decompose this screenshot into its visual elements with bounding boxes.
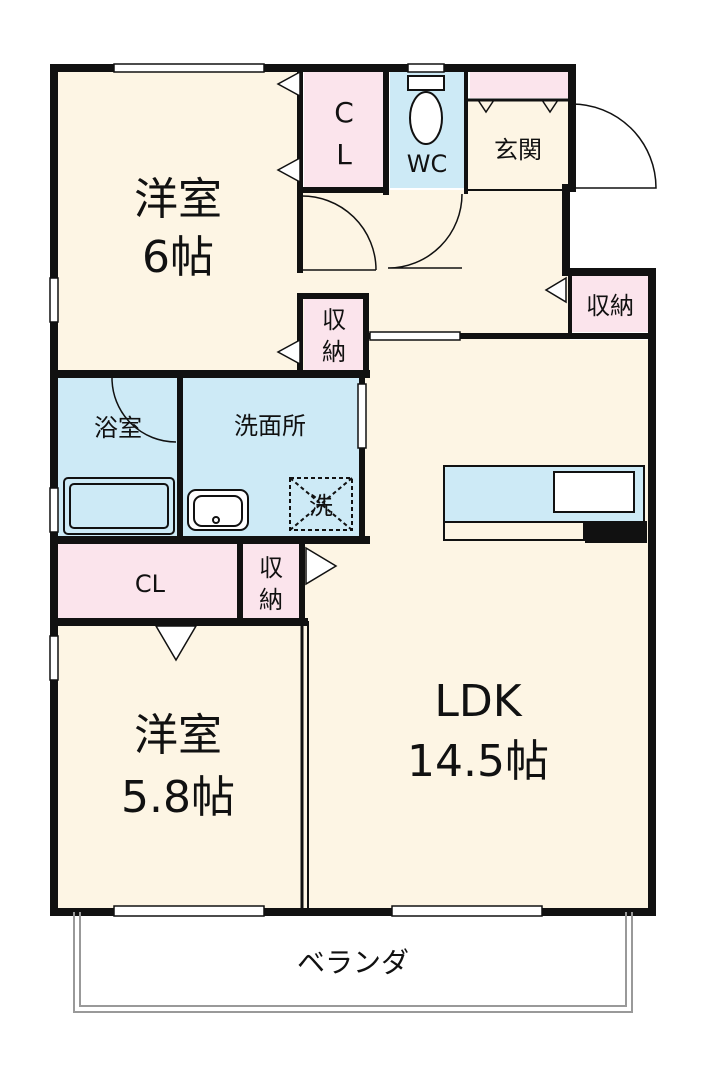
balcony-label: ベランダ xyxy=(297,946,409,979)
kitchen-back-panel xyxy=(443,521,585,541)
window-room1-top xyxy=(113,63,265,73)
storage-mid-label-1: 収 xyxy=(259,554,283,582)
window-wc-top xyxy=(407,63,445,73)
window-room2-left xyxy=(49,635,59,681)
room1-name: 洋室 xyxy=(134,174,222,225)
bathtub-inner xyxy=(69,483,169,529)
closet-bottom-floor xyxy=(58,544,238,618)
balcony xyxy=(73,912,633,1013)
room1-size: 6帖 xyxy=(142,232,214,283)
window-bath-left xyxy=(49,487,59,533)
closet-top-label-2: L xyxy=(336,138,352,171)
door-room1 xyxy=(299,195,377,271)
storage-mid-floor xyxy=(242,544,300,618)
door-storage-entrance xyxy=(544,276,567,304)
balcony-rail xyxy=(73,912,633,1013)
closet-top-floor xyxy=(304,72,384,188)
window-wash-right xyxy=(357,383,367,449)
entrance-floor xyxy=(468,100,568,190)
wash-basin-bowl xyxy=(193,495,243,527)
door-bathroom xyxy=(111,377,177,443)
kitchen-sink xyxy=(553,471,635,513)
door-ldk-from-storage-mid xyxy=(305,546,338,586)
storage-hall-label-1: 収 xyxy=(322,306,346,334)
closet-top-label-1: C xyxy=(334,96,354,129)
opening-hall-ldk xyxy=(369,331,461,341)
toilet-tank xyxy=(407,75,445,91)
door-closet-top-2 xyxy=(276,156,301,184)
closet-bottom-label: CL xyxy=(135,570,166,598)
storage-hall-floor xyxy=(304,298,364,370)
window-ldk-bottom xyxy=(391,905,543,917)
ldk-name: LDK xyxy=(434,676,522,727)
bathtub xyxy=(63,477,175,535)
kitchen-pillar xyxy=(585,521,647,543)
room2-name: 洋室 xyxy=(134,710,222,761)
western-room-2-floor xyxy=(58,622,302,908)
washer-space xyxy=(289,477,353,531)
door-closet-top-1 xyxy=(276,70,301,98)
entrance-label: 玄関 xyxy=(494,136,542,164)
wash-basin xyxy=(187,489,249,531)
western-room-1-floor xyxy=(58,72,298,372)
door-entrance xyxy=(571,103,657,189)
windows xyxy=(49,63,543,917)
storage-hall-label-2: 納 xyxy=(322,338,346,366)
door-shoe-cabinet xyxy=(477,99,559,114)
storage-entrance-label: 収納 xyxy=(586,292,634,320)
door-wc xyxy=(387,193,463,269)
window-room2-bottom xyxy=(113,905,265,917)
toilet-bowl xyxy=(409,91,443,145)
window-room1-left xyxy=(49,277,59,323)
storage-entrance-floor xyxy=(570,276,648,332)
door-storage-hall xyxy=(276,338,301,366)
storage-mid-label-2: 納 xyxy=(259,586,283,614)
washroom-label: 洗面所 xyxy=(234,412,306,440)
washer-label: 洗 xyxy=(309,492,333,520)
shoe-cabinet xyxy=(470,72,568,98)
bathroom-label: 浴室 xyxy=(94,414,142,442)
doors xyxy=(111,70,657,662)
fixtures xyxy=(63,75,647,543)
door-room2-closet xyxy=(154,625,198,662)
balcony-rail-inner xyxy=(79,912,627,1007)
ldk-size: 14.5帖 xyxy=(407,736,549,787)
room2-size: 5.8帖 xyxy=(121,772,235,823)
basin-drain xyxy=(212,516,220,524)
wc-label: WC xyxy=(407,150,448,178)
labels: 洋室 6帖 C L WC 玄関 収納 収 納 浴室 洗面所 洗 CL 収 納 L… xyxy=(94,96,634,979)
